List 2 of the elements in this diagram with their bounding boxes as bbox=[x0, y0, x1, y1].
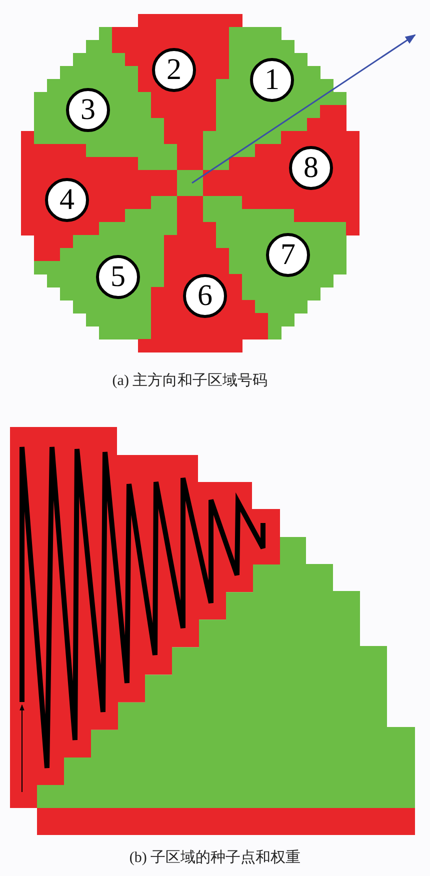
figure-caption: (b) 子区域的种子点和权重 bbox=[129, 850, 301, 866]
figure-caption: (a) 主方向和子区域号码 bbox=[112, 373, 268, 389]
